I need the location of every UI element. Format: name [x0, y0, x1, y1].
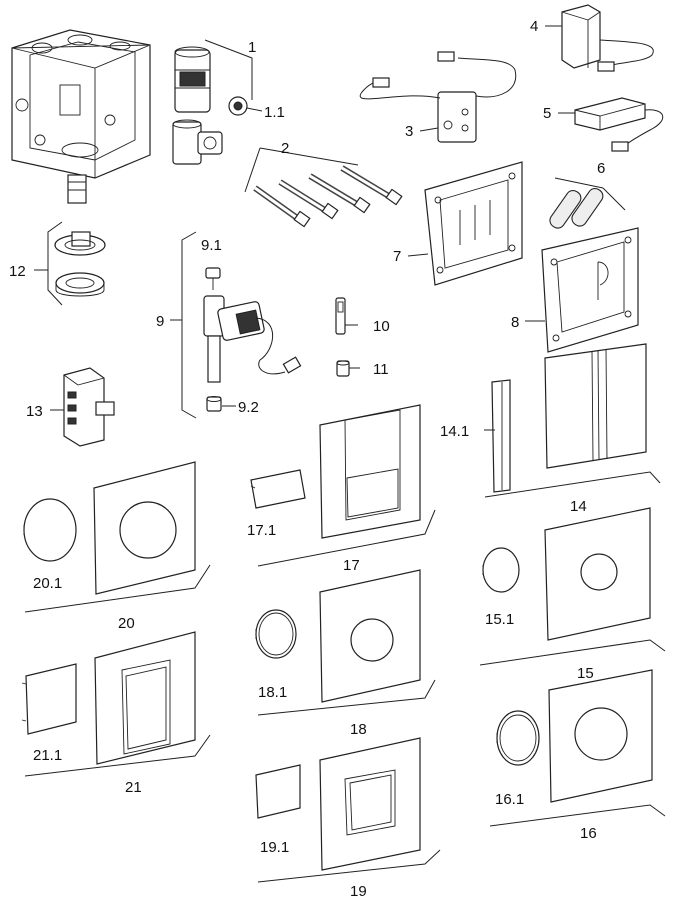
- label-12: 12: [9, 263, 26, 280]
- leader-20: [24, 564, 211, 613]
- leader-14: [484, 471, 661, 498]
- leader-15: [479, 639, 666, 666]
- label-4: 4: [530, 18, 538, 35]
- part-7-mounting-frame: [424, 161, 523, 286]
- label-19: 19: [350, 883, 367, 900]
- label-9-2: 9.2: [238, 399, 259, 416]
- label-5: 5: [543, 105, 551, 122]
- label-13: 13: [26, 403, 43, 420]
- part-20-flush-plate: [93, 461, 196, 595]
- label-14-1: 14.1: [440, 423, 469, 440]
- leader-16: [489, 804, 666, 827]
- label-11: 11: [373, 361, 389, 378]
- label-10: 10: [373, 318, 390, 335]
- label-9: 9: [156, 313, 164, 330]
- part-14-1-slim-bar: [491, 379, 511, 493]
- label-20-1: 20.1: [33, 575, 62, 592]
- label-1: 1: [248, 39, 256, 56]
- label-20: 20: [118, 615, 135, 632]
- part-1-1-small-valve: [228, 96, 263, 116]
- label-15-1: 15.1: [485, 611, 514, 628]
- label-9-1: 9.1: [201, 237, 222, 254]
- part-17-1-cover: [250, 469, 306, 509]
- label-7: 7: [393, 248, 401, 265]
- label-17: 17: [343, 557, 360, 574]
- part-18-1-round-cover: [255, 609, 297, 659]
- part-19-1-cover: [255, 764, 301, 819]
- part-1-valve-assembly: [172, 46, 223, 165]
- leader-19: [257, 849, 441, 883]
- label-18: 18: [350, 721, 367, 738]
- label-14: 14: [570, 498, 587, 515]
- part-6-batteries: [549, 177, 626, 229]
- leader-7: [407, 253, 429, 257]
- part-10-pin: [335, 297, 358, 335]
- part-3-power-module: [359, 51, 517, 143]
- part-15-flush-plate: [544, 507, 651, 641]
- label-15: 15: [577, 665, 594, 682]
- label-17-1: 17.1: [247, 522, 276, 539]
- part-2-screws: [244, 147, 403, 228]
- label-19-1: 19.1: [260, 839, 289, 856]
- label-16: 16: [580, 825, 597, 842]
- part-8-mounting-frame: [541, 227, 639, 353]
- part-14-dual-flush-plate: [544, 343, 647, 469]
- part-12-adapter: [47, 221, 106, 306]
- label-1-1: 1.1: [264, 104, 285, 121]
- part-16-flush-plate: [548, 669, 653, 803]
- part-11-nipple: [336, 360, 360, 377]
- part-13-bracket: [63, 367, 115, 447]
- leader-1: [204, 39, 253, 100]
- part-4-transformer: [561, 4, 654, 72]
- part-15-1-round-cover: [482, 547, 520, 593]
- part-19-flush-plate: [319, 737, 421, 871]
- label-18-1: 18.1: [258, 684, 287, 701]
- leader-21: [24, 734, 211, 777]
- part-5-power-supply: [574, 97, 663, 152]
- label-8: 8: [511, 314, 519, 331]
- part-9-solenoid-valve: [181, 231, 302, 419]
- part-21-1-cover: [21, 663, 77, 735]
- leader-3: [419, 127, 439, 132]
- label-3: 3: [405, 123, 413, 140]
- part-17-flush-plate: [319, 404, 421, 539]
- part-21-flush-plate: [94, 631, 196, 765]
- leader-17: [257, 509, 436, 567]
- label-16-1: 16.1: [495, 791, 524, 808]
- leader-18: [257, 679, 436, 716]
- part-1-installation-box: [11, 29, 151, 204]
- part-18-flush-plate: [319, 569, 421, 703]
- label-21: 21: [125, 779, 142, 796]
- part-20-1-round-cover: [23, 498, 77, 562]
- label-6: 6: [597, 160, 605, 177]
- label-2: 2: [281, 140, 289, 157]
- label-21-1: 21.1: [33, 747, 62, 764]
- part-16-1-round-cover: [496, 710, 540, 766]
